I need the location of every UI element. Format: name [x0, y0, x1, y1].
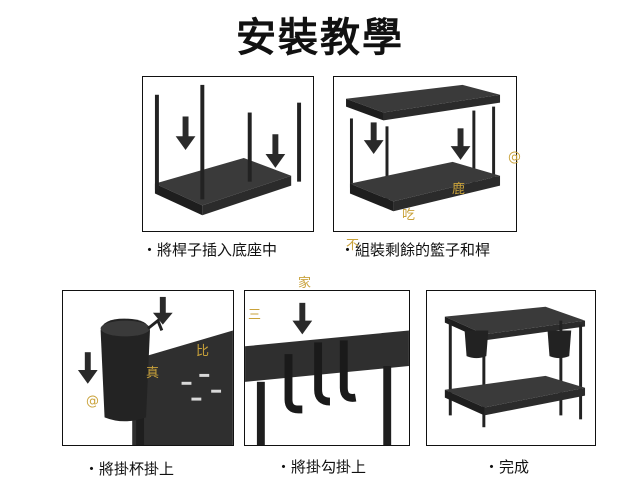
hook-hanger-illustration [245, 302, 409, 445]
down-arrow-icon [292, 302, 313, 335]
watermark-char: 鹿 [452, 182, 466, 197]
finished-rack-illustration [444, 306, 586, 428]
down-arrow-icon [363, 122, 384, 154]
step-3-image [62, 290, 234, 446]
watermark-char: 不 [346, 238, 360, 253]
watermark-char: @ [86, 394, 99, 409]
down-arrow-icon [77, 352, 98, 384]
down-arrow-icon [450, 128, 471, 160]
step-5-caption: ・完成 [484, 458, 530, 476]
watermark-char: 吃 [402, 208, 416, 223]
watermark-char: @ [508, 150, 521, 165]
step-5-image [426, 290, 596, 446]
base-with-poles-illustration [154, 84, 302, 216]
step-1-caption: ・將桿子插入底座中 [142, 241, 278, 259]
down-arrow-icon [265, 134, 286, 168]
cup-hanger-illustration [77, 296, 233, 445]
page-title: 安裝教學 [236, 15, 404, 61]
step-4-caption: ・將掛勾掛上 [276, 458, 367, 476]
step-2-image [333, 76, 517, 232]
watermark-char: 比 [196, 344, 210, 359]
watermark-char: 家 [298, 276, 312, 291]
step-1-image [142, 76, 314, 232]
watermark-char: 真 [146, 366, 160, 381]
step-3-caption: ・將掛杯掛上 [84, 460, 175, 478]
down-arrow-icon [152, 296, 173, 325]
step-2-caption: ・組裝剩餘的籃子和桿 [340, 241, 491, 259]
top-basket-assembly-illustration [346, 84, 501, 212]
down-arrow-icon [175, 116, 196, 151]
watermark-char: 三 [248, 308, 262, 323]
step-4-image [244, 290, 410, 446]
